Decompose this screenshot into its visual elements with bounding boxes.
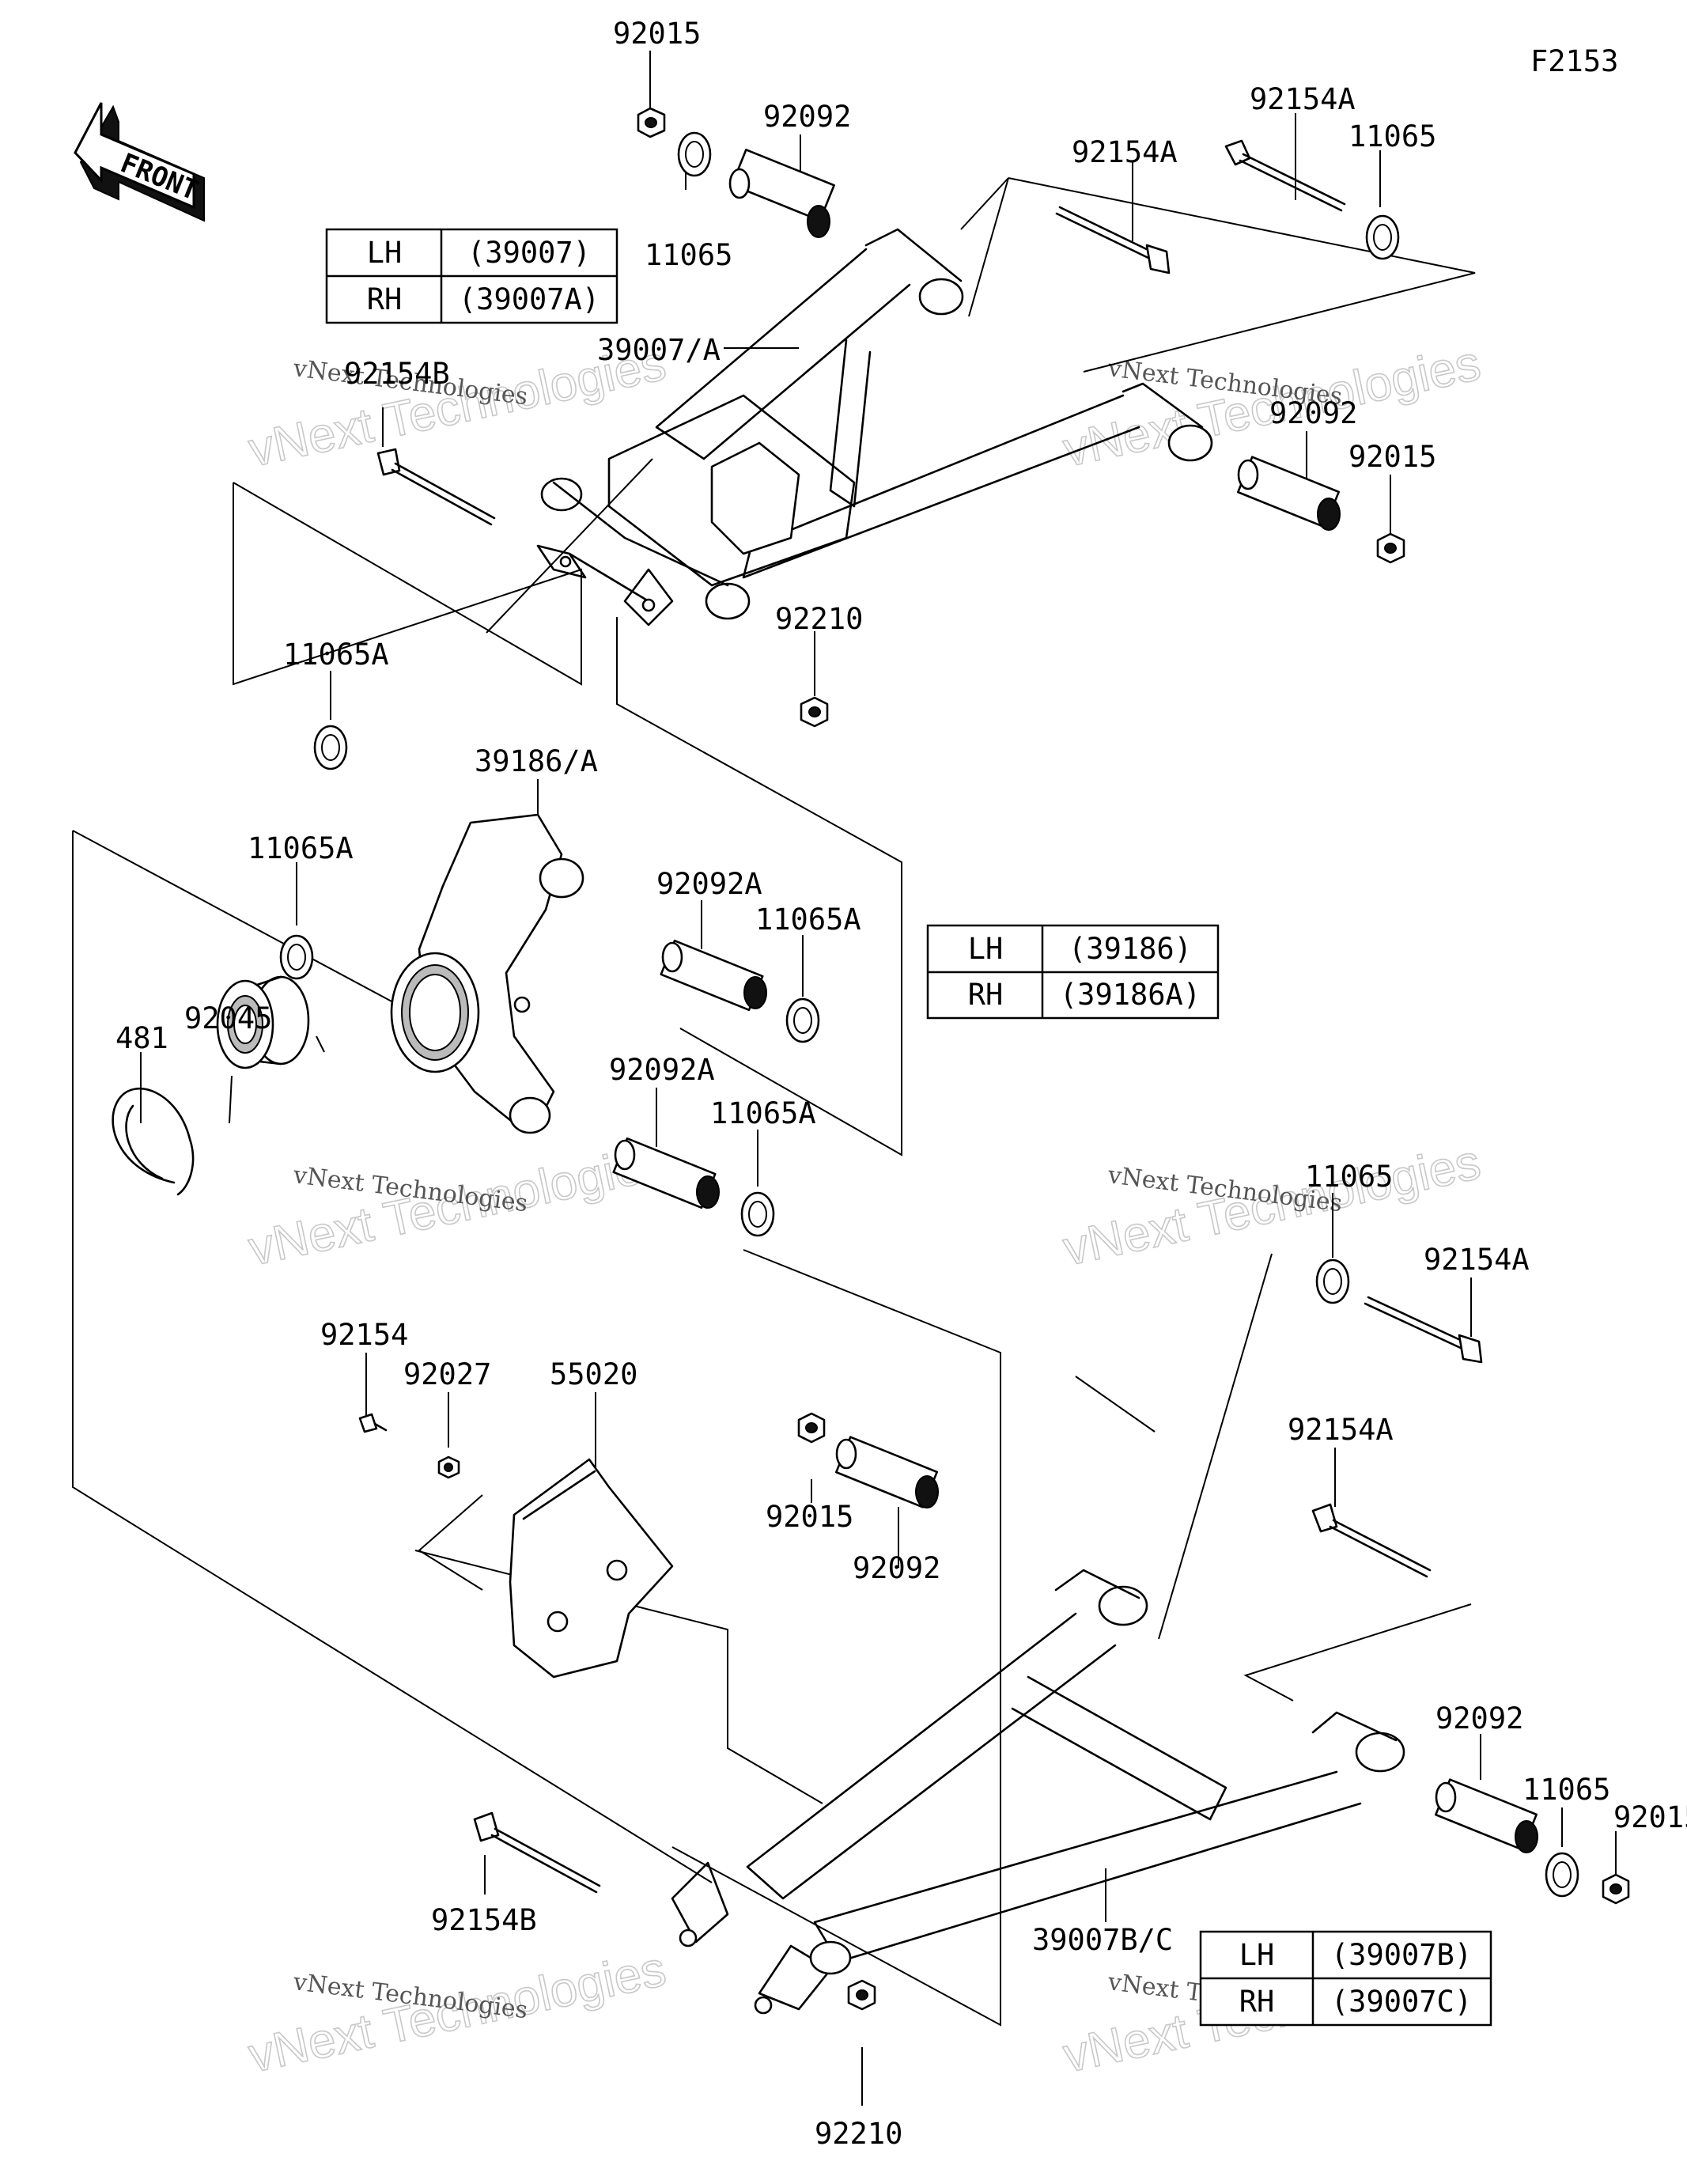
part-label: 92045 xyxy=(184,1001,272,1035)
front-arrow-icon: FRONT xyxy=(74,102,205,222)
part-label: 92154 xyxy=(320,1318,408,1352)
part-labels: 92015 11065 92092 92154A 92154A 11065 39… xyxy=(115,17,1687,2151)
part-label: 92210 xyxy=(815,2117,902,2151)
part-label: 39186/A xyxy=(475,744,598,778)
table-side: LH xyxy=(968,932,1004,966)
table-lower-arm: LH (39007B) RH (39007C) xyxy=(1199,1930,1492,2027)
table-part: (39007B) xyxy=(1331,1938,1472,1972)
skid-plate xyxy=(509,1458,674,1679)
table-side: RH xyxy=(367,282,403,316)
part-label: 92015 xyxy=(1613,1800,1687,1834)
table-part: (39186A) xyxy=(1060,978,1201,1012)
table-part: (39007C) xyxy=(1331,1985,1472,2019)
part-label: 92154B xyxy=(431,1903,537,1937)
circlip xyxy=(112,1087,195,1196)
table-part: (39007A) xyxy=(459,282,600,316)
table-upper-arm: LH (39007) RH (39007A) xyxy=(325,228,618,324)
part-label: 11065 xyxy=(645,238,732,272)
table-knuckle: LH (39186) RH (39186A) xyxy=(926,924,1220,1020)
part-label: 55020 xyxy=(550,1357,637,1391)
part-label: 92027 xyxy=(403,1357,491,1391)
part-label: 92154B xyxy=(344,357,450,391)
part-label: 11065 xyxy=(1348,119,1436,153)
upper-a-arm xyxy=(536,228,1213,626)
part-label: 92092 xyxy=(763,100,851,134)
part-label: 92092 xyxy=(853,1551,940,1585)
lower-a-arm xyxy=(671,1569,1405,2015)
bolts xyxy=(358,139,1483,1894)
part-label: 92092 xyxy=(1435,1701,1523,1735)
part-label: 92015 xyxy=(1348,440,1436,474)
table-part: (39007) xyxy=(467,236,591,270)
part-label: 39007B/C xyxy=(1032,1923,1173,1957)
leader-lines xyxy=(72,51,1617,2106)
part-label: 92210 xyxy=(775,602,863,636)
part-label: 92015 xyxy=(613,17,701,51)
part-label: 92015 xyxy=(766,1500,853,1534)
part-label: 92154A xyxy=(1250,82,1356,116)
part-label: 11065A xyxy=(248,831,354,865)
part-label: 11065A xyxy=(710,1096,816,1130)
part-label: 92154A xyxy=(1424,1243,1530,1277)
part-label: 11065 xyxy=(1522,1773,1610,1807)
part-label: 92092A xyxy=(656,867,762,901)
bushings xyxy=(612,148,1538,1853)
part-label: 39007/A xyxy=(597,333,721,367)
table-part: (39186) xyxy=(1069,932,1192,966)
washers xyxy=(279,131,1579,1898)
part-label: 11065A xyxy=(755,903,861,937)
table-side: RH xyxy=(968,978,1004,1012)
figure-code: F2153 xyxy=(1530,44,1618,78)
table-side: LH xyxy=(1239,1938,1275,1972)
wheel-bearing xyxy=(216,975,310,1069)
part-label: 481 xyxy=(115,1021,168,1055)
part-label: 11065A xyxy=(283,638,389,672)
table-side: RH xyxy=(1239,1985,1275,2019)
steering-knuckle xyxy=(390,813,584,1134)
part-label: 11065 xyxy=(1305,1160,1393,1194)
table-side: LH xyxy=(367,236,403,270)
part-label: 92154A xyxy=(1072,135,1178,169)
part-label: 92092A xyxy=(609,1053,715,1087)
part-label: 92092 xyxy=(1269,396,1357,430)
part-label: 92154A xyxy=(1288,1413,1394,1447)
nuts xyxy=(437,107,1630,2011)
